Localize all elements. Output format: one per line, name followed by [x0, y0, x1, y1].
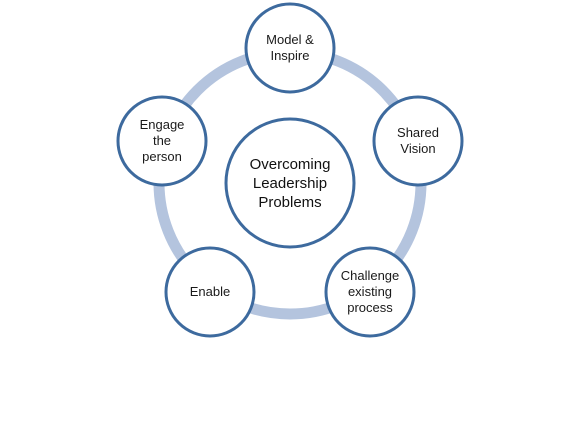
- node-circle-challenge: [324, 246, 416, 338]
- center-label: Overcoming Leadership Problems: [249, 155, 331, 211]
- node-circle-shared-vision: [372, 95, 464, 187]
- center-circle: [224, 117, 356, 249]
- node-label-enable: Enable: [189, 284, 231, 299]
- node-circle-enable: [164, 246, 256, 338]
- node-label-model-inspire: Model & Inspire: [266, 32, 314, 63]
- node-label-engage: Engage the person: [139, 117, 185, 164]
- node-circle-model-inspire: [244, 2, 336, 94]
- node-label-challenge: Challenge existing process: [340, 268, 400, 315]
- node-circle-engage: [116, 95, 208, 187]
- node-label-shared-vision: Shared Vision: [397, 125, 439, 156]
